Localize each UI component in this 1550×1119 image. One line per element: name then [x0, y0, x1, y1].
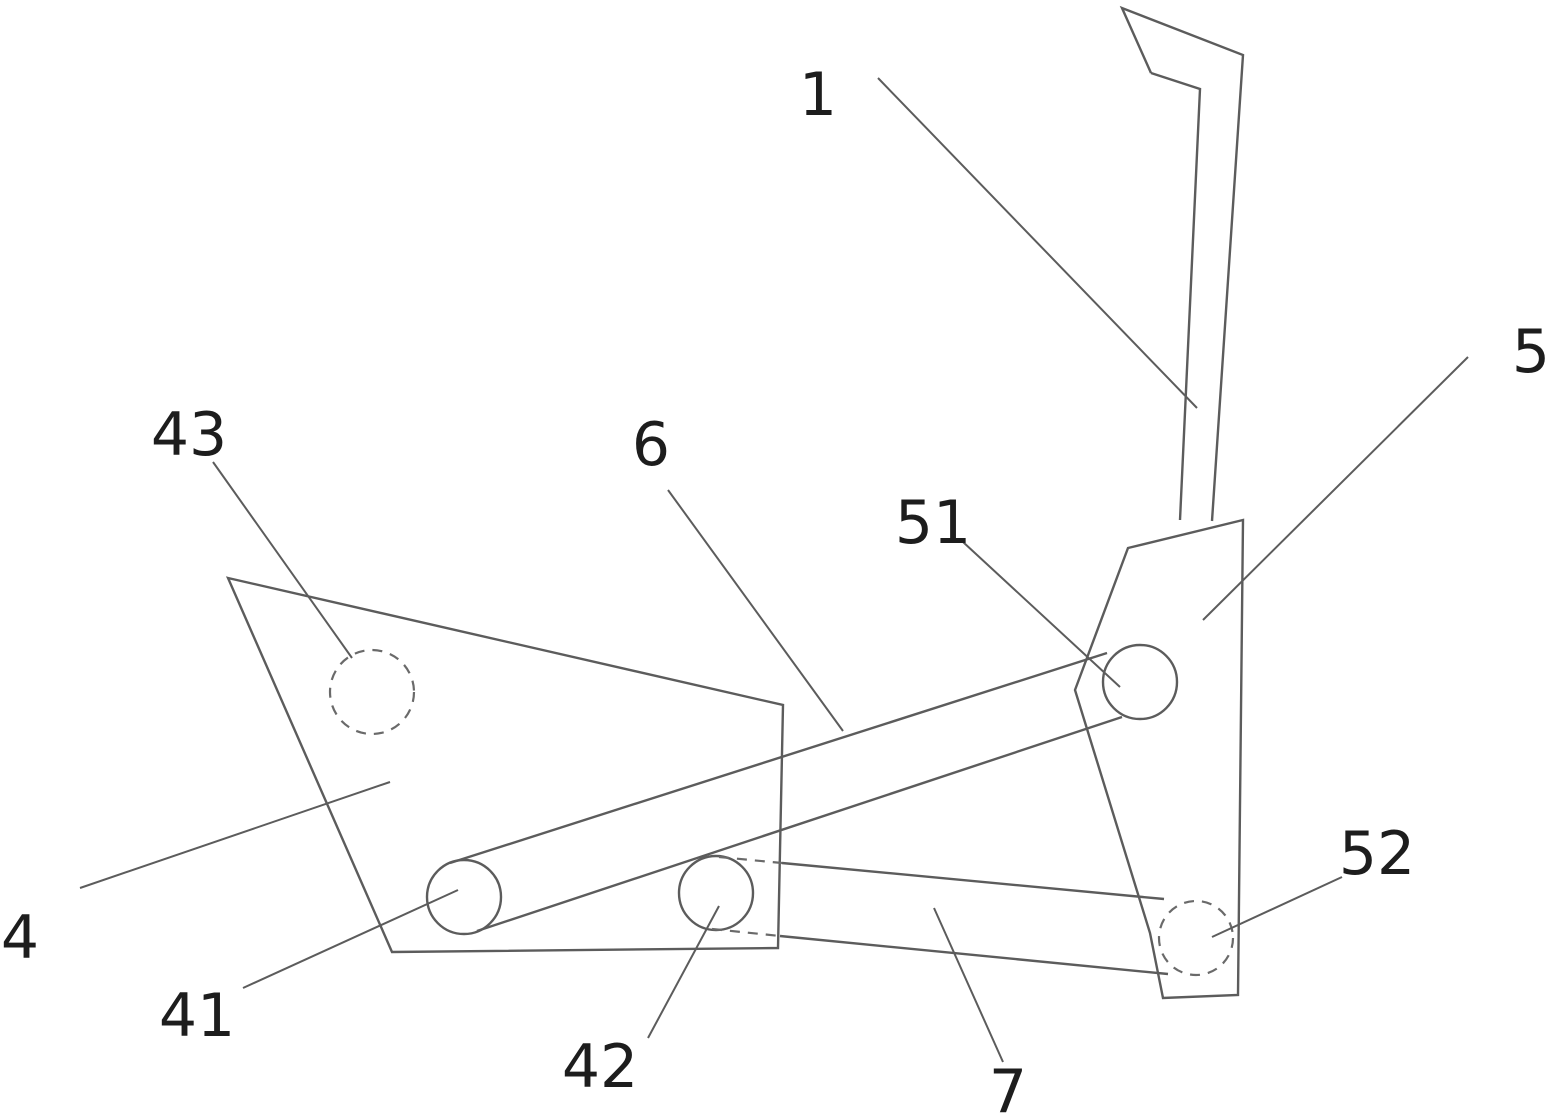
pivot-hole-51: [1101, 643, 1179, 721]
link-6-bottom-edge: [476, 715, 1123, 933]
link-7-bottom-edge: [779, 934, 1169, 976]
plate-4-outline: [225, 576, 785, 954]
bracket-5-outline: [1073, 518, 1245, 1000]
part-labels: 1 5 6 51 43 4 41 42 52 7: [1, 60, 1550, 1119]
label-part-7: 7: [989, 1057, 1027, 1119]
pivot-hole-52-hidden: [1157, 899, 1235, 977]
label-part-4: 4: [1, 903, 39, 973]
leader-line-4: [79, 781, 391, 889]
link-part-7: [711, 855, 1169, 976]
lever-1-outer-edge: [1119, 5, 1245, 522]
label-part-1: 1: [799, 60, 837, 130]
label-part-52: 52: [1339, 819, 1415, 889]
pivot-hole-42: [677, 854, 755, 932]
label-part-5: 5: [1512, 317, 1550, 387]
label-part-51: 51: [895, 488, 971, 558]
link-7-top-edge: [781, 861, 1165, 901]
leader-line-6: [667, 489, 844, 732]
label-part-42: 42: [562, 1032, 638, 1102]
link-part-6: [449, 651, 1123, 933]
leader-line-5: [1202, 356, 1469, 621]
lever-1-inner-edge: [1150, 71, 1202, 521]
link-7-bottom-edge-hidden: [711, 927, 781, 938]
link-6-top-edge: [449, 651, 1108, 865]
label-part-43: 43: [151, 400, 227, 470]
leader-line-43: [212, 461, 353, 659]
pivot-hole-43-hidden: [328, 648, 416, 736]
leader-line-41: [242, 889, 459, 989]
plate-part-4: [225, 576, 785, 954]
pivot-hole-41: [425, 858, 503, 936]
lever-part-1: [1119, 5, 1245, 522]
link-7-top-edge-hidden: [718, 855, 783, 865]
label-part-6: 6: [632, 410, 670, 480]
bracket-part-5: [1073, 518, 1245, 1000]
leader-line-42: [647, 905, 720, 1039]
leader-line-51: [962, 541, 1121, 688]
leader-line-52: [1211, 876, 1343, 938]
leader-line-1: [877, 77, 1198, 409]
leader-line-7: [933, 907, 1004, 1063]
leader-lines: [79, 77, 1469, 1063]
label-part-41: 41: [159, 981, 235, 1051]
